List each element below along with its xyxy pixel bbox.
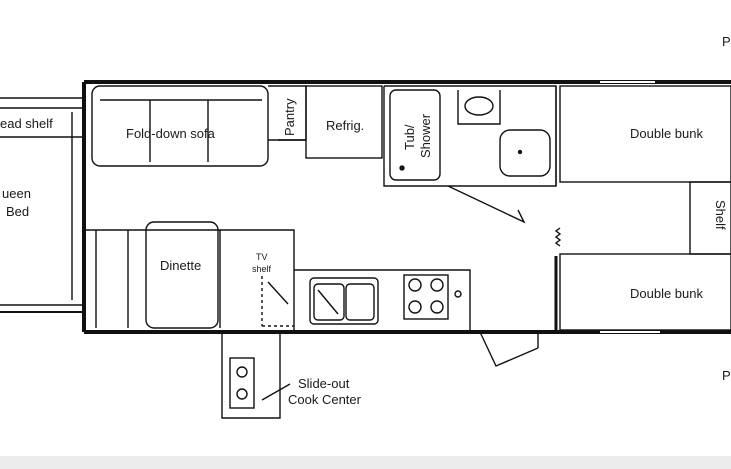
privacy-curtain [554, 227, 562, 247]
fold-down-sofa [91, 85, 269, 167]
dinette [86, 221, 221, 329]
refrigerator [305, 85, 383, 159]
bathroom [383, 85, 557, 224]
kitchen-counter [294, 269, 471, 330]
shelf-label: Shelf [713, 200, 728, 230]
double-bunk-bottom-label: Double bunk [630, 286, 703, 301]
queen-bed-label-line2: Bed [6, 204, 29, 219]
tub-shower-label-line1: Tub/ [402, 124, 417, 150]
outer-walls [82, 80, 731, 334]
fold-down-sofa-label: Fold-down sofa [126, 126, 216, 141]
cook-center-label-line2: Cook Center [288, 392, 362, 407]
double-bunk-bottom [559, 253, 731, 331]
tv-shelf-label-line2: shelf [252, 264, 272, 274]
queen-bed-label-line1: ueen [2, 186, 31, 201]
double-bunk-top [559, 85, 731, 183]
queen-bed-slideout [0, 97, 84, 313]
tv-shelf [220, 229, 295, 330]
edge-label-bottom: P [722, 368, 731, 383]
tv-shelf-label-line1: TV [256, 252, 268, 262]
entry-door [479, 256, 558, 367]
cook-center-label-line1: Slide-out [298, 376, 350, 391]
head-shelf-label: ead shelf [0, 116, 53, 131]
refrig-label: Refrig. [326, 118, 364, 133]
tub-shower-label-line2: Shower [418, 113, 433, 158]
dinette-label: Dinette [160, 258, 201, 273]
edge-label-top: P [722, 34, 731, 49]
double-bunk-top-label: Double bunk [630, 126, 703, 141]
pantry-label: Pantry [282, 98, 297, 136]
footer-strip [0, 456, 731, 469]
slide-out-cook-center [221, 332, 291, 419]
